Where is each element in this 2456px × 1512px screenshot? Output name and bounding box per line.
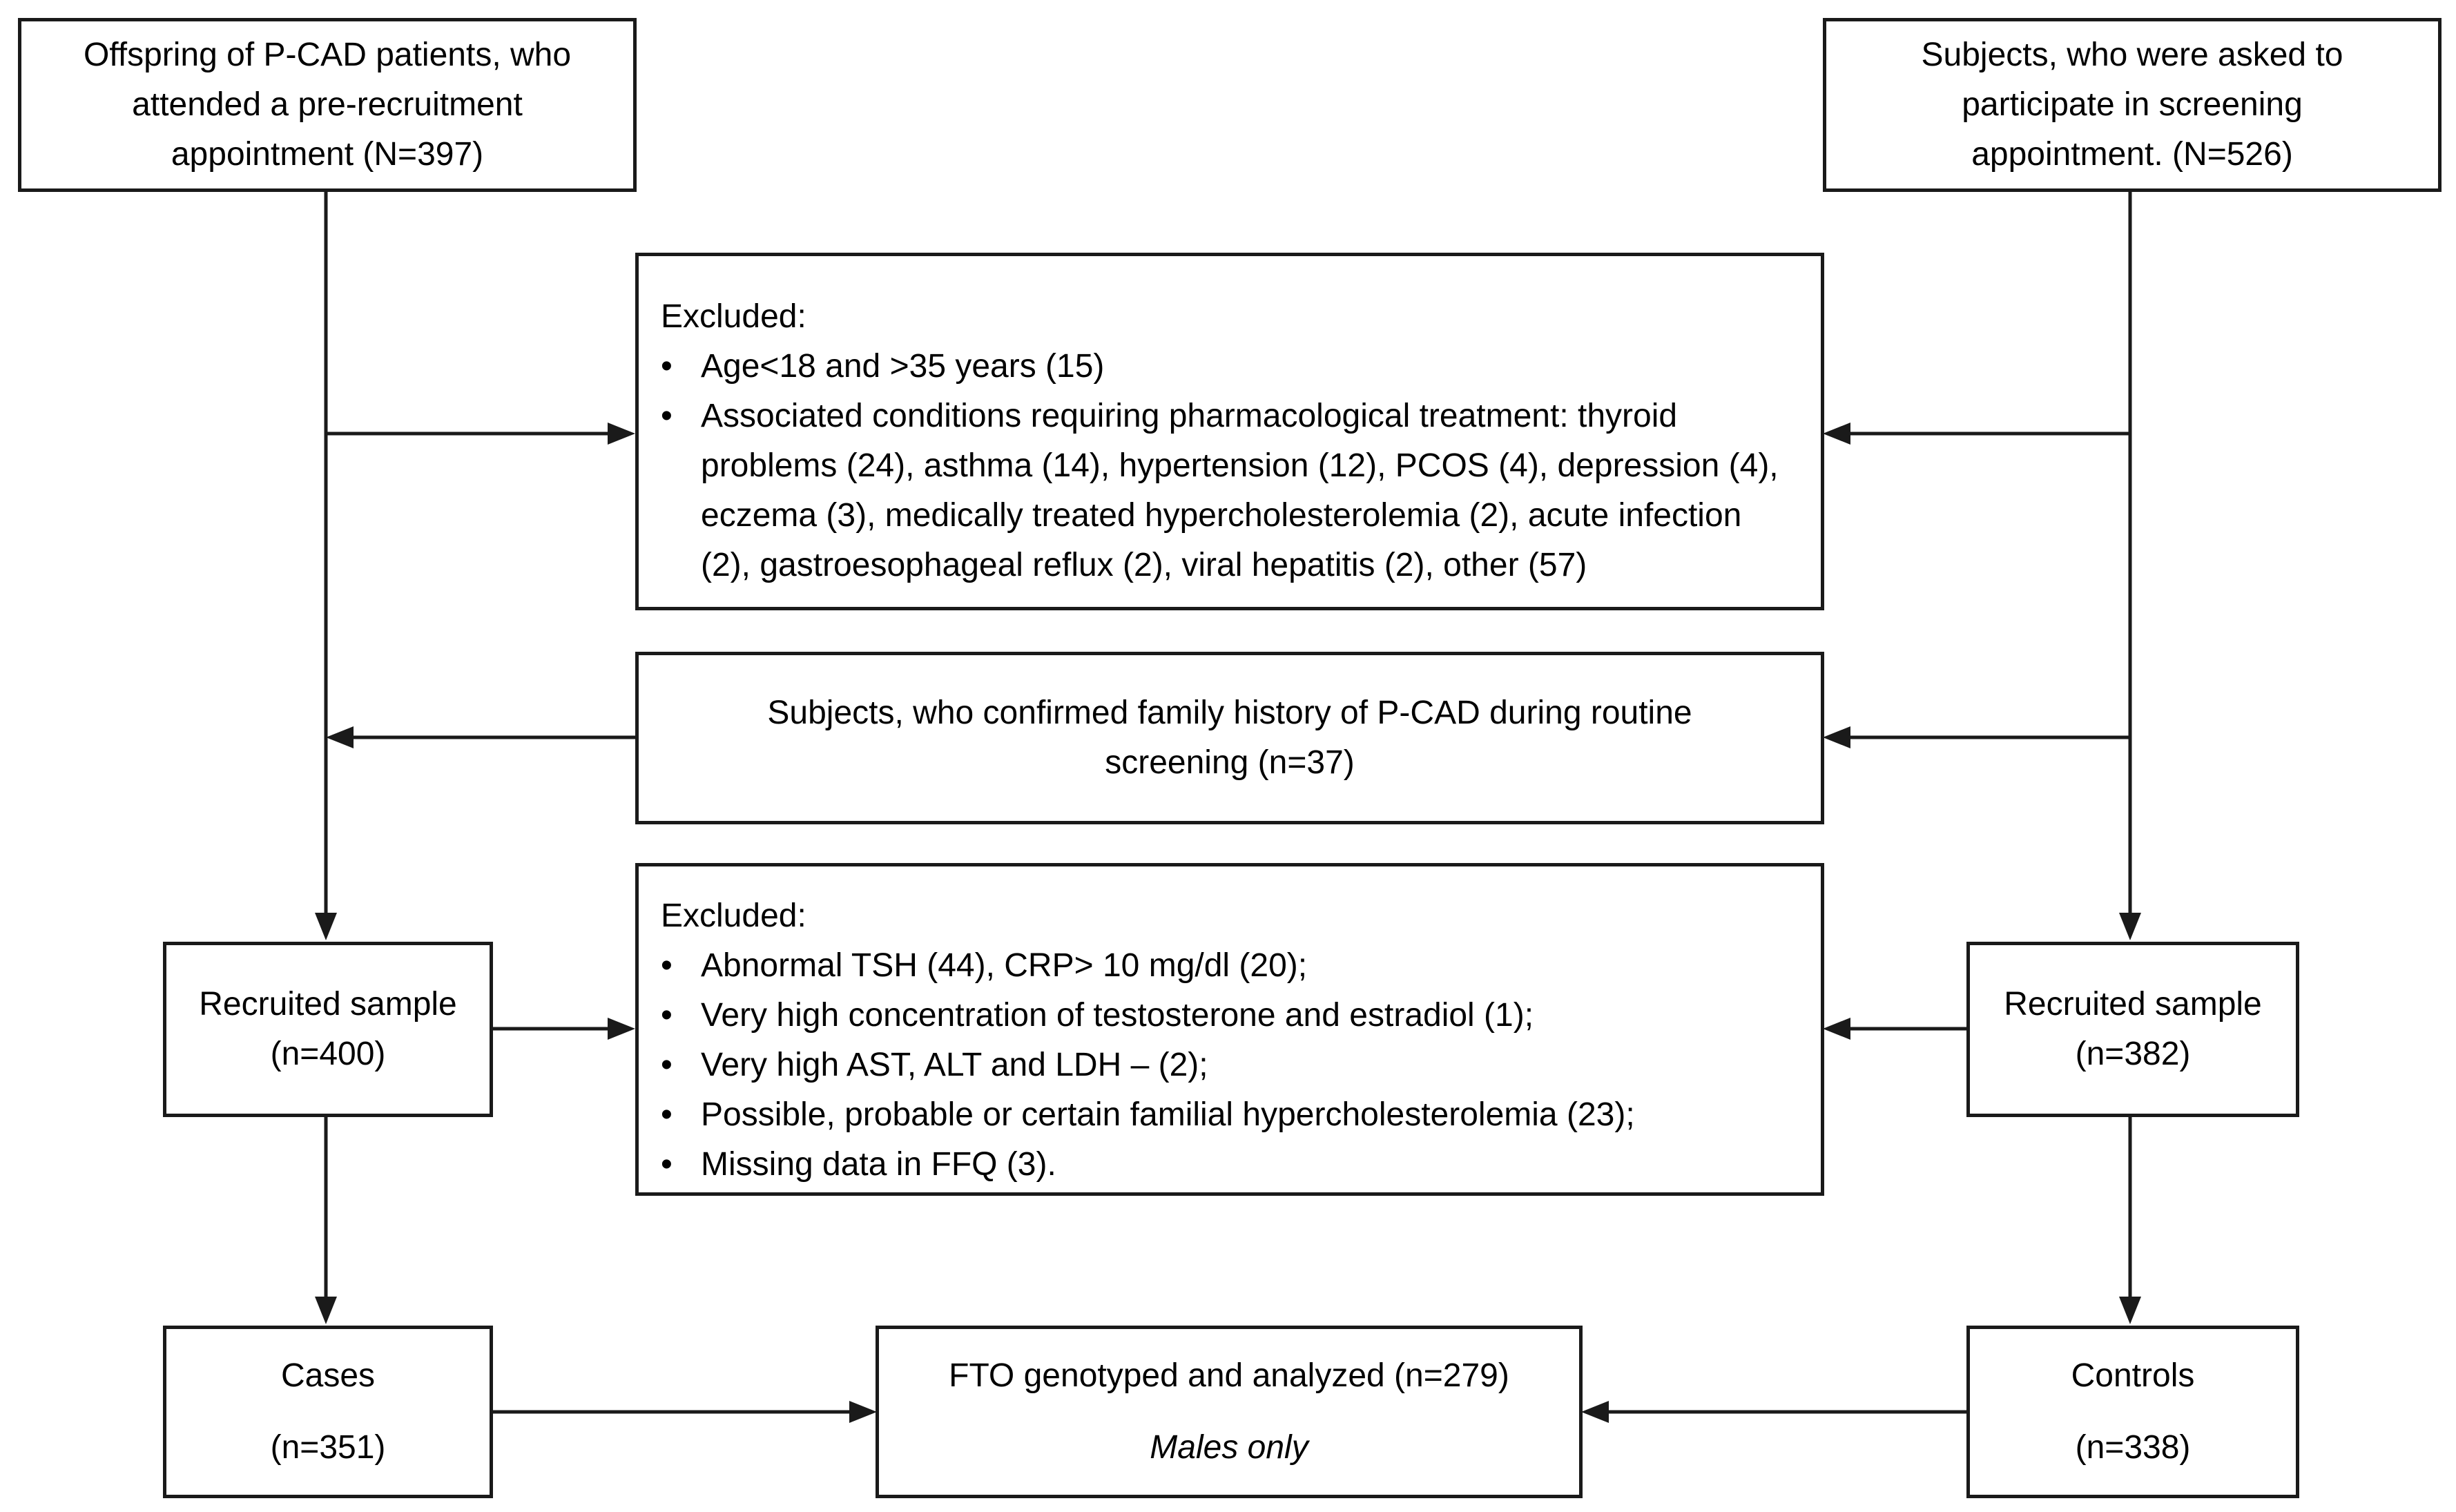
recruited-left-title: Recruited sample bbox=[199, 986, 457, 1022]
recruited-right-count: (n=382) bbox=[2075, 1036, 2191, 1072]
controls-title: Controls bbox=[2071, 1357, 2195, 1394]
excluded-2-item: Missing data in FFQ (3). bbox=[661, 1140, 1800, 1190]
arrowhead-history-right bbox=[1823, 726, 1850, 748]
excluded-1-list: Age<18 and >35 years (15) Associated con… bbox=[661, 342, 1800, 590]
controls-box: Controls (n=338) bbox=[1966, 1326, 2299, 1498]
controls-count: (n=338) bbox=[2075, 1429, 2191, 1466]
arrowhead-excluded2-left bbox=[608, 1018, 635, 1040]
offspring-text: Offspring of P-CAD patients, who attende… bbox=[83, 37, 572, 173]
cases-count: (n=351) bbox=[270, 1429, 386, 1466]
arrowhead-cases bbox=[315, 1297, 337, 1324]
subjects-asked-text: Subjects, who were asked to participate … bbox=[1921, 37, 2343, 173]
excluded-2-item: Possible, probable or certain familial h… bbox=[661, 1090, 1800, 1140]
cases-title: Cases bbox=[280, 1357, 376, 1394]
arrowhead-excluded1-left bbox=[608, 423, 635, 445]
excluded-2-item: Abnormal TSH (44), CRP> 10 mg/dl (20); bbox=[661, 941, 1800, 991]
arrowhead-fto-left bbox=[849, 1401, 877, 1423]
arrowhead-history-to-left bbox=[326, 726, 354, 748]
confirmed-history-box: Subjects, who confirmed family history o… bbox=[635, 652, 1824, 824]
excluded-2-item: Very high AST, ALT and LDH – (2); bbox=[661, 1040, 1800, 1090]
arrowhead-excluded2-right bbox=[1823, 1018, 1850, 1040]
cases-box: Cases (n=351) bbox=[163, 1326, 493, 1498]
confirmed-history-text: Subjects, who confirmed family history o… bbox=[767, 695, 1692, 781]
arrowhead-fto-right bbox=[1581, 1401, 1609, 1423]
recruited-left-box: Recruited sample (n=400) bbox=[163, 942, 493, 1117]
arrowhead-recruited-right bbox=[2119, 913, 2141, 940]
excluded-2-heading: Excluded: bbox=[661, 898, 806, 934]
excluded-box-2: Excluded: Abnormal TSH (44), CRP> 10 mg/… bbox=[635, 863, 1824, 1196]
excluded-1-item: Associated conditions requiring pharmaco… bbox=[661, 391, 1800, 590]
fto-box: FTO genotyped and analyzed (n=279) Males… bbox=[876, 1326, 1583, 1498]
arrowhead-excluded1-right bbox=[1823, 423, 1850, 445]
excluded-2-list: Abnormal TSH (44), CRP> 10 mg/dl (20); V… bbox=[661, 941, 1800, 1190]
recruited-right-box: Recruited sample (n=382) bbox=[1966, 942, 2299, 1117]
fto-title: FTO genotyped and analyzed (n=279) bbox=[949, 1357, 1509, 1394]
excluded-1-heading: Excluded: bbox=[661, 298, 806, 335]
excluded-2-item: Very high concentration of testosterone … bbox=[661, 991, 1800, 1040]
offspring-box: Offspring of P-CAD patients, who attende… bbox=[18, 18, 637, 192]
excluded-box-1: Excluded: Age<18 and >35 years (15) Asso… bbox=[635, 253, 1824, 610]
subjects-asked-box: Subjects, who were asked to participate … bbox=[1823, 18, 2442, 192]
fto-note: Males only bbox=[1150, 1429, 1308, 1466]
recruited-left-count: (n=400) bbox=[270, 1036, 386, 1072]
excluded-1-item: Age<18 and >35 years (15) bbox=[661, 342, 1800, 391]
recruited-right-title: Recruited sample bbox=[2004, 986, 2262, 1022]
arrowhead-controls bbox=[2119, 1297, 2141, 1324]
arrowhead-recruited-left bbox=[315, 913, 337, 940]
